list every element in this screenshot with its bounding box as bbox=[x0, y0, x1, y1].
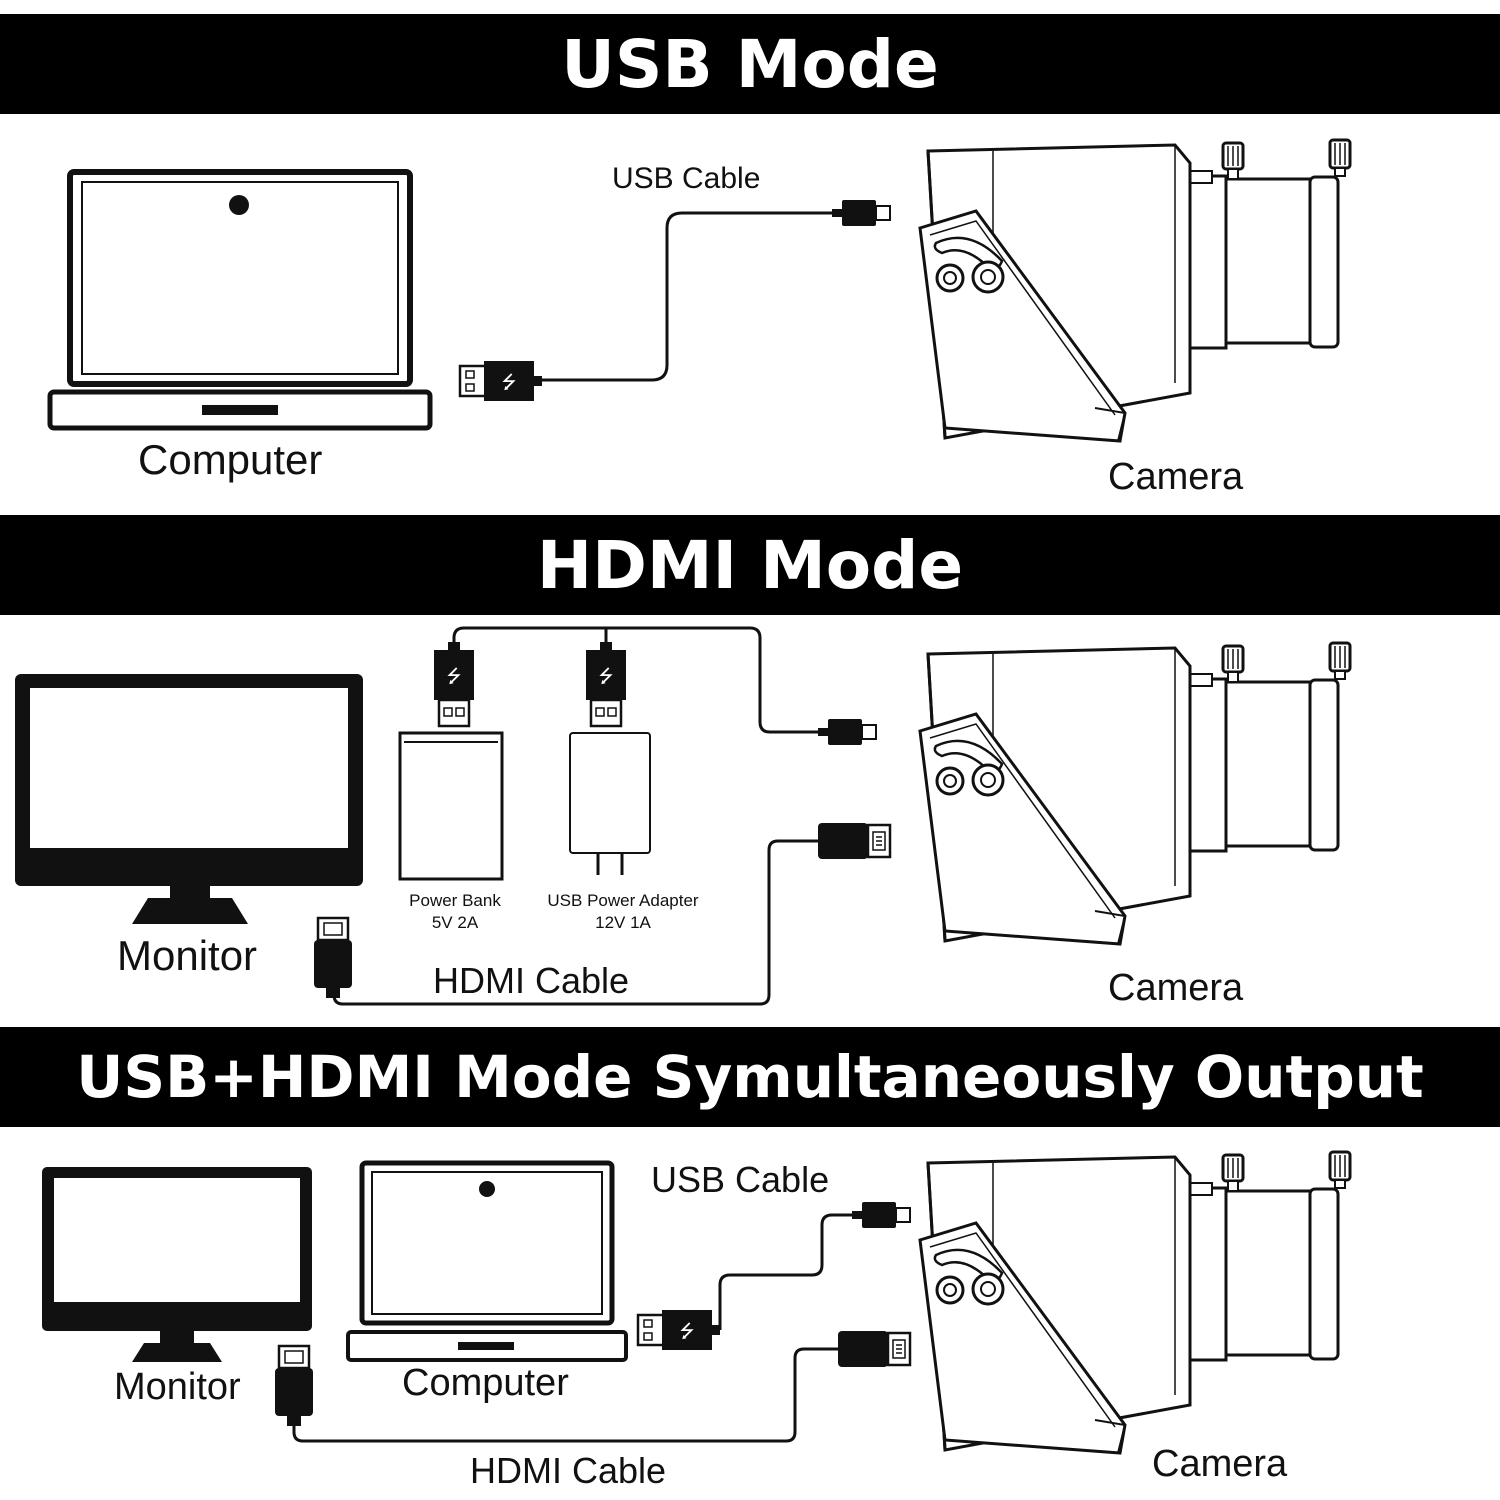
power-adapter-spec: 12V 1A bbox=[595, 913, 651, 932]
hdmi-mode-title: HDMI Mode bbox=[536, 526, 964, 604]
computer-laptop-icon bbox=[346, 1160, 628, 1362]
micro-usb-plug-icon bbox=[851, 1201, 911, 1229]
computer-label: Computer bbox=[138, 436, 323, 483]
hdmi-cable-line bbox=[292, 1347, 840, 1443]
hdmi-plug-monitor-icon bbox=[312, 916, 354, 1000]
combo-mode-title: USB+HDMI Mode Symultaneously Output bbox=[76, 1043, 1424, 1111]
usb-cable-line bbox=[540, 211, 835, 382]
hdmi-plug-camera-icon bbox=[816, 821, 892, 861]
camera-label: Camera bbox=[1108, 967, 1244, 1009]
camera-icon bbox=[918, 1150, 1352, 1455]
camera-icon bbox=[918, 641, 1352, 946]
micro-usb-plug-icon bbox=[817, 718, 877, 746]
hdmi-cable-line bbox=[332, 839, 820, 1006]
adapter-usb-plug-icon bbox=[584, 640, 628, 728]
camera-label: Camera bbox=[1152, 1443, 1288, 1485]
power-bank-usb-plug-icon bbox=[432, 640, 476, 728]
power-adapter-name: USB Power Adapter bbox=[547, 891, 699, 910]
monitor-label: Monitor bbox=[117, 932, 258, 979]
usb-power-adapter-icon bbox=[569, 732, 651, 875]
power-bank-label: Power Bank 5V 2A bbox=[398, 890, 512, 934]
usb-a-plug-icon bbox=[458, 359, 544, 403]
hdmi-mode-banner: HDMI Mode bbox=[0, 515, 1500, 615]
hdmi-plug-monitor-icon bbox=[273, 1344, 315, 1428]
power-adapter-label: USB Power Adapter 12V 1A bbox=[528, 890, 718, 934]
usb-mode-banner: USB Mode bbox=[0, 14, 1500, 114]
combo-mode-banner: USB+HDMI Mode Symultaneously Output bbox=[0, 1027, 1500, 1127]
computer-label: Computer bbox=[402, 1362, 569, 1404]
micro-usb-plug-icon bbox=[831, 199, 891, 227]
usb-cable-line bbox=[718, 1213, 858, 1330]
power-usb-cable-line bbox=[452, 626, 822, 734]
computer-laptop-icon bbox=[47, 169, 433, 431]
monitor-icon bbox=[42, 1167, 312, 1362]
usb-mode-title: USB Mode bbox=[561, 25, 939, 103]
hdmi-cable-label: HDMI Cable bbox=[470, 1450, 667, 1491]
hdmi-cable-label: HDMI Cable bbox=[433, 960, 630, 1001]
usb-cable-label: USB Cable bbox=[612, 162, 761, 195]
usb-a-plug-icon bbox=[636, 1308, 722, 1352]
monitor-label: Monitor bbox=[114, 1366, 241, 1408]
camera-label: Camera bbox=[1108, 456, 1244, 498]
hdmi-plug-camera-icon bbox=[836, 1329, 912, 1369]
power-bank-spec: 5V 2A bbox=[431, 913, 479, 932]
power-bank-name: Power Bank bbox=[409, 891, 501, 910]
camera-icon bbox=[918, 138, 1352, 443]
usb-cable-label: USB Cable bbox=[651, 1159, 830, 1200]
monitor-icon bbox=[15, 674, 363, 924]
power-bank-icon bbox=[398, 731, 504, 881]
